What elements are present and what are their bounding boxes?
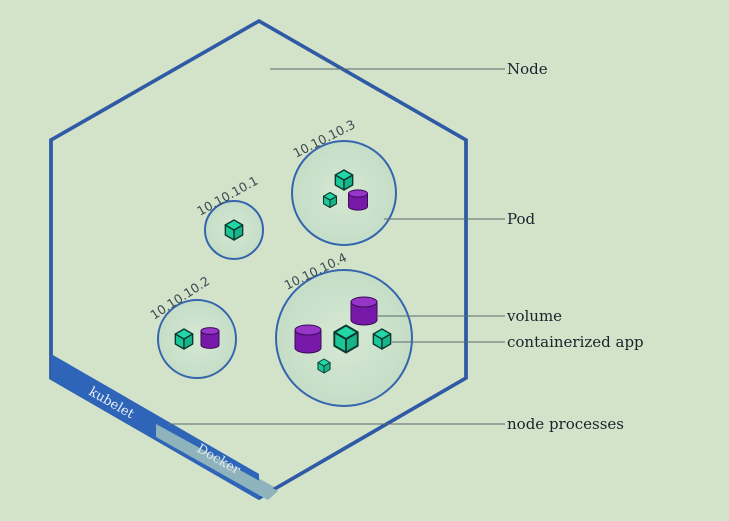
node-label: Node <box>507 60 548 78</box>
pod-label: Pod <box>507 210 536 228</box>
containerized-app-label: containerized app <box>507 333 644 351</box>
container-icon <box>174 328 194 350</box>
container-icon <box>372 328 392 350</box>
node-processes-label: node processes <box>507 415 624 433</box>
node-hexagon <box>49 18 468 501</box>
pod-contents <box>174 169 392 374</box>
volume-icon <box>200 327 220 349</box>
volume-icon <box>348 189 368 211</box>
volume-icon <box>294 324 322 354</box>
container-icon <box>224 219 244 241</box>
volume-icon <box>350 296 378 326</box>
container-icon <box>334 169 354 191</box>
container-icon <box>333 324 359 354</box>
leader-lines <box>168 68 505 425</box>
container-icon <box>322 191 338 209</box>
volume-label: volume <box>506 307 562 325</box>
container-icon <box>317 358 331 374</box>
